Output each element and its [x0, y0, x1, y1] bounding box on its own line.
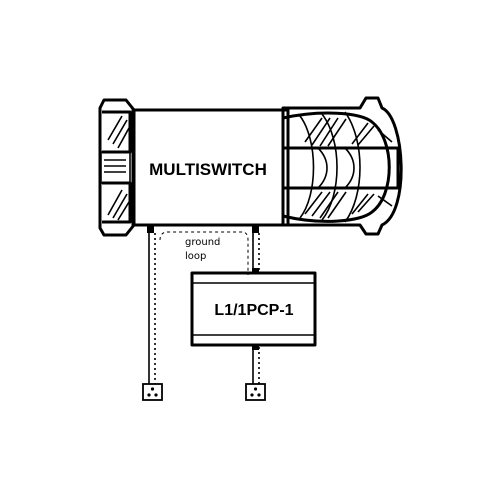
- module-label: L1/1PCP-1: [214, 302, 293, 319]
- multiswitch-output-right: [252, 225, 259, 233]
- right-end-cap: [281, 96, 403, 236]
- ground-loop-label-line1: ground: [185, 237, 220, 248]
- left-end-cap: [98, 98, 136, 237]
- ground-loop-label-line2: loop: [185, 251, 206, 262]
- multiswitch-unit: MULTISWITCH: [98, 96, 403, 237]
- cable-left: [148, 233, 156, 385]
- power-inserter-module: L1/1PCP-1: [190, 268, 317, 350]
- wall-socket-left: [142, 383, 163, 401]
- ground-loop-path: [159, 231, 249, 275]
- multiswitch-label: MULTISWITCH: [149, 160, 267, 179]
- wall-socket-right: [245, 383, 266, 401]
- multiswitch-output-left: [147, 225, 154, 233]
- cable-right-upper: [252, 233, 260, 272]
- cable-right-lower: [252, 347, 260, 385]
